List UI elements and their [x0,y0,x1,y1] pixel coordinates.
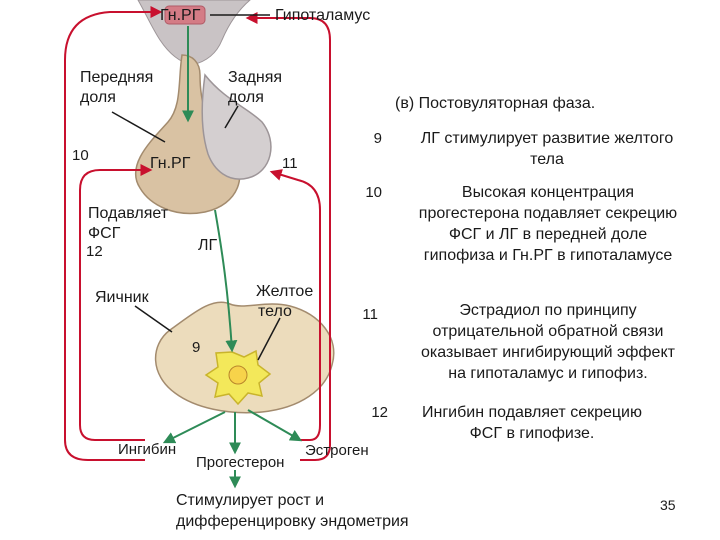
ovary-leader [134,305,173,333]
label-estrogen: Эстроген [305,442,369,459]
label-anterior-lobe-1: Передняя [80,69,153,86]
inhibin-arrow [162,411,226,444]
posterior-leader [224,105,239,129]
anterior-leader [111,111,166,143]
item-10-text: Высокая концентрация прогестерона подавл… [418,184,678,264]
feedback-outer-loop [245,12,331,461]
marker-11: 11 [282,155,298,172]
item-12-number: 12 [371,404,388,421]
estrogen-arrow [247,409,303,442]
marker-10: 10 [72,147,89,164]
label-corpus-luteum-1: Желтое [256,283,313,300]
label-posterior-lobe-2: доля [228,89,264,106]
label-stimulates-2: дифференцировку эндометрия [176,513,409,530]
label-progesterone: Прогестерон [196,454,284,471]
label-lh: ЛГ [198,237,218,254]
corpus-luteum-core [228,365,248,385]
item-12-text: Ингибин подавляет секрецию ФСГ в гипофиз… [421,404,642,442]
label-stimulates-1: Стимулирует рост и [176,492,324,509]
marker-9: 9 [192,339,200,356]
feedback-pituitary-loop [269,169,321,441]
item-11-text: Эстрадиол по принципу отрицательной обра… [421,302,675,382]
label-ovary: Яичник [95,289,150,306]
label-anterior-lobe-2: доля [80,89,116,106]
pituitary-posterior-lobe [201,73,272,180]
label-gnrg-top: Гн.РГ [160,7,201,24]
label-gnrg-pituitary: Гн.РГ [150,155,191,172]
feedback-left-inner [79,164,153,441]
item-9-text: ЛГ стимулирует развитие желтого тела [420,130,674,168]
label-suppresses-2: ФСГ [88,225,121,242]
item-11-number: 11 [362,306,378,323]
label-corpus-luteum-2: тело [258,303,292,320]
label-inhibin: Ингибин [118,441,176,458]
panel-title: (в) Постовуляторная фаза. [395,95,596,112]
item-9-number: 9 [373,130,382,147]
item-10-number: 10 [365,184,382,201]
hypothalamus-gnrh-cell [164,5,206,25]
lh-arrow [214,209,238,353]
label-hypothalamus: Гипоталамус [275,7,370,24]
feedback-left-outer [64,6,163,461]
label-posterior-lobe-1: Задняя [228,69,282,86]
page-number: 35 [660,497,676,513]
corpus-luteum-leader [257,317,281,361]
marker-12: 12 [86,243,103,260]
pituitary-anterior-lobe [134,54,241,215]
label-suppresses-1: Подавляет [88,205,169,222]
